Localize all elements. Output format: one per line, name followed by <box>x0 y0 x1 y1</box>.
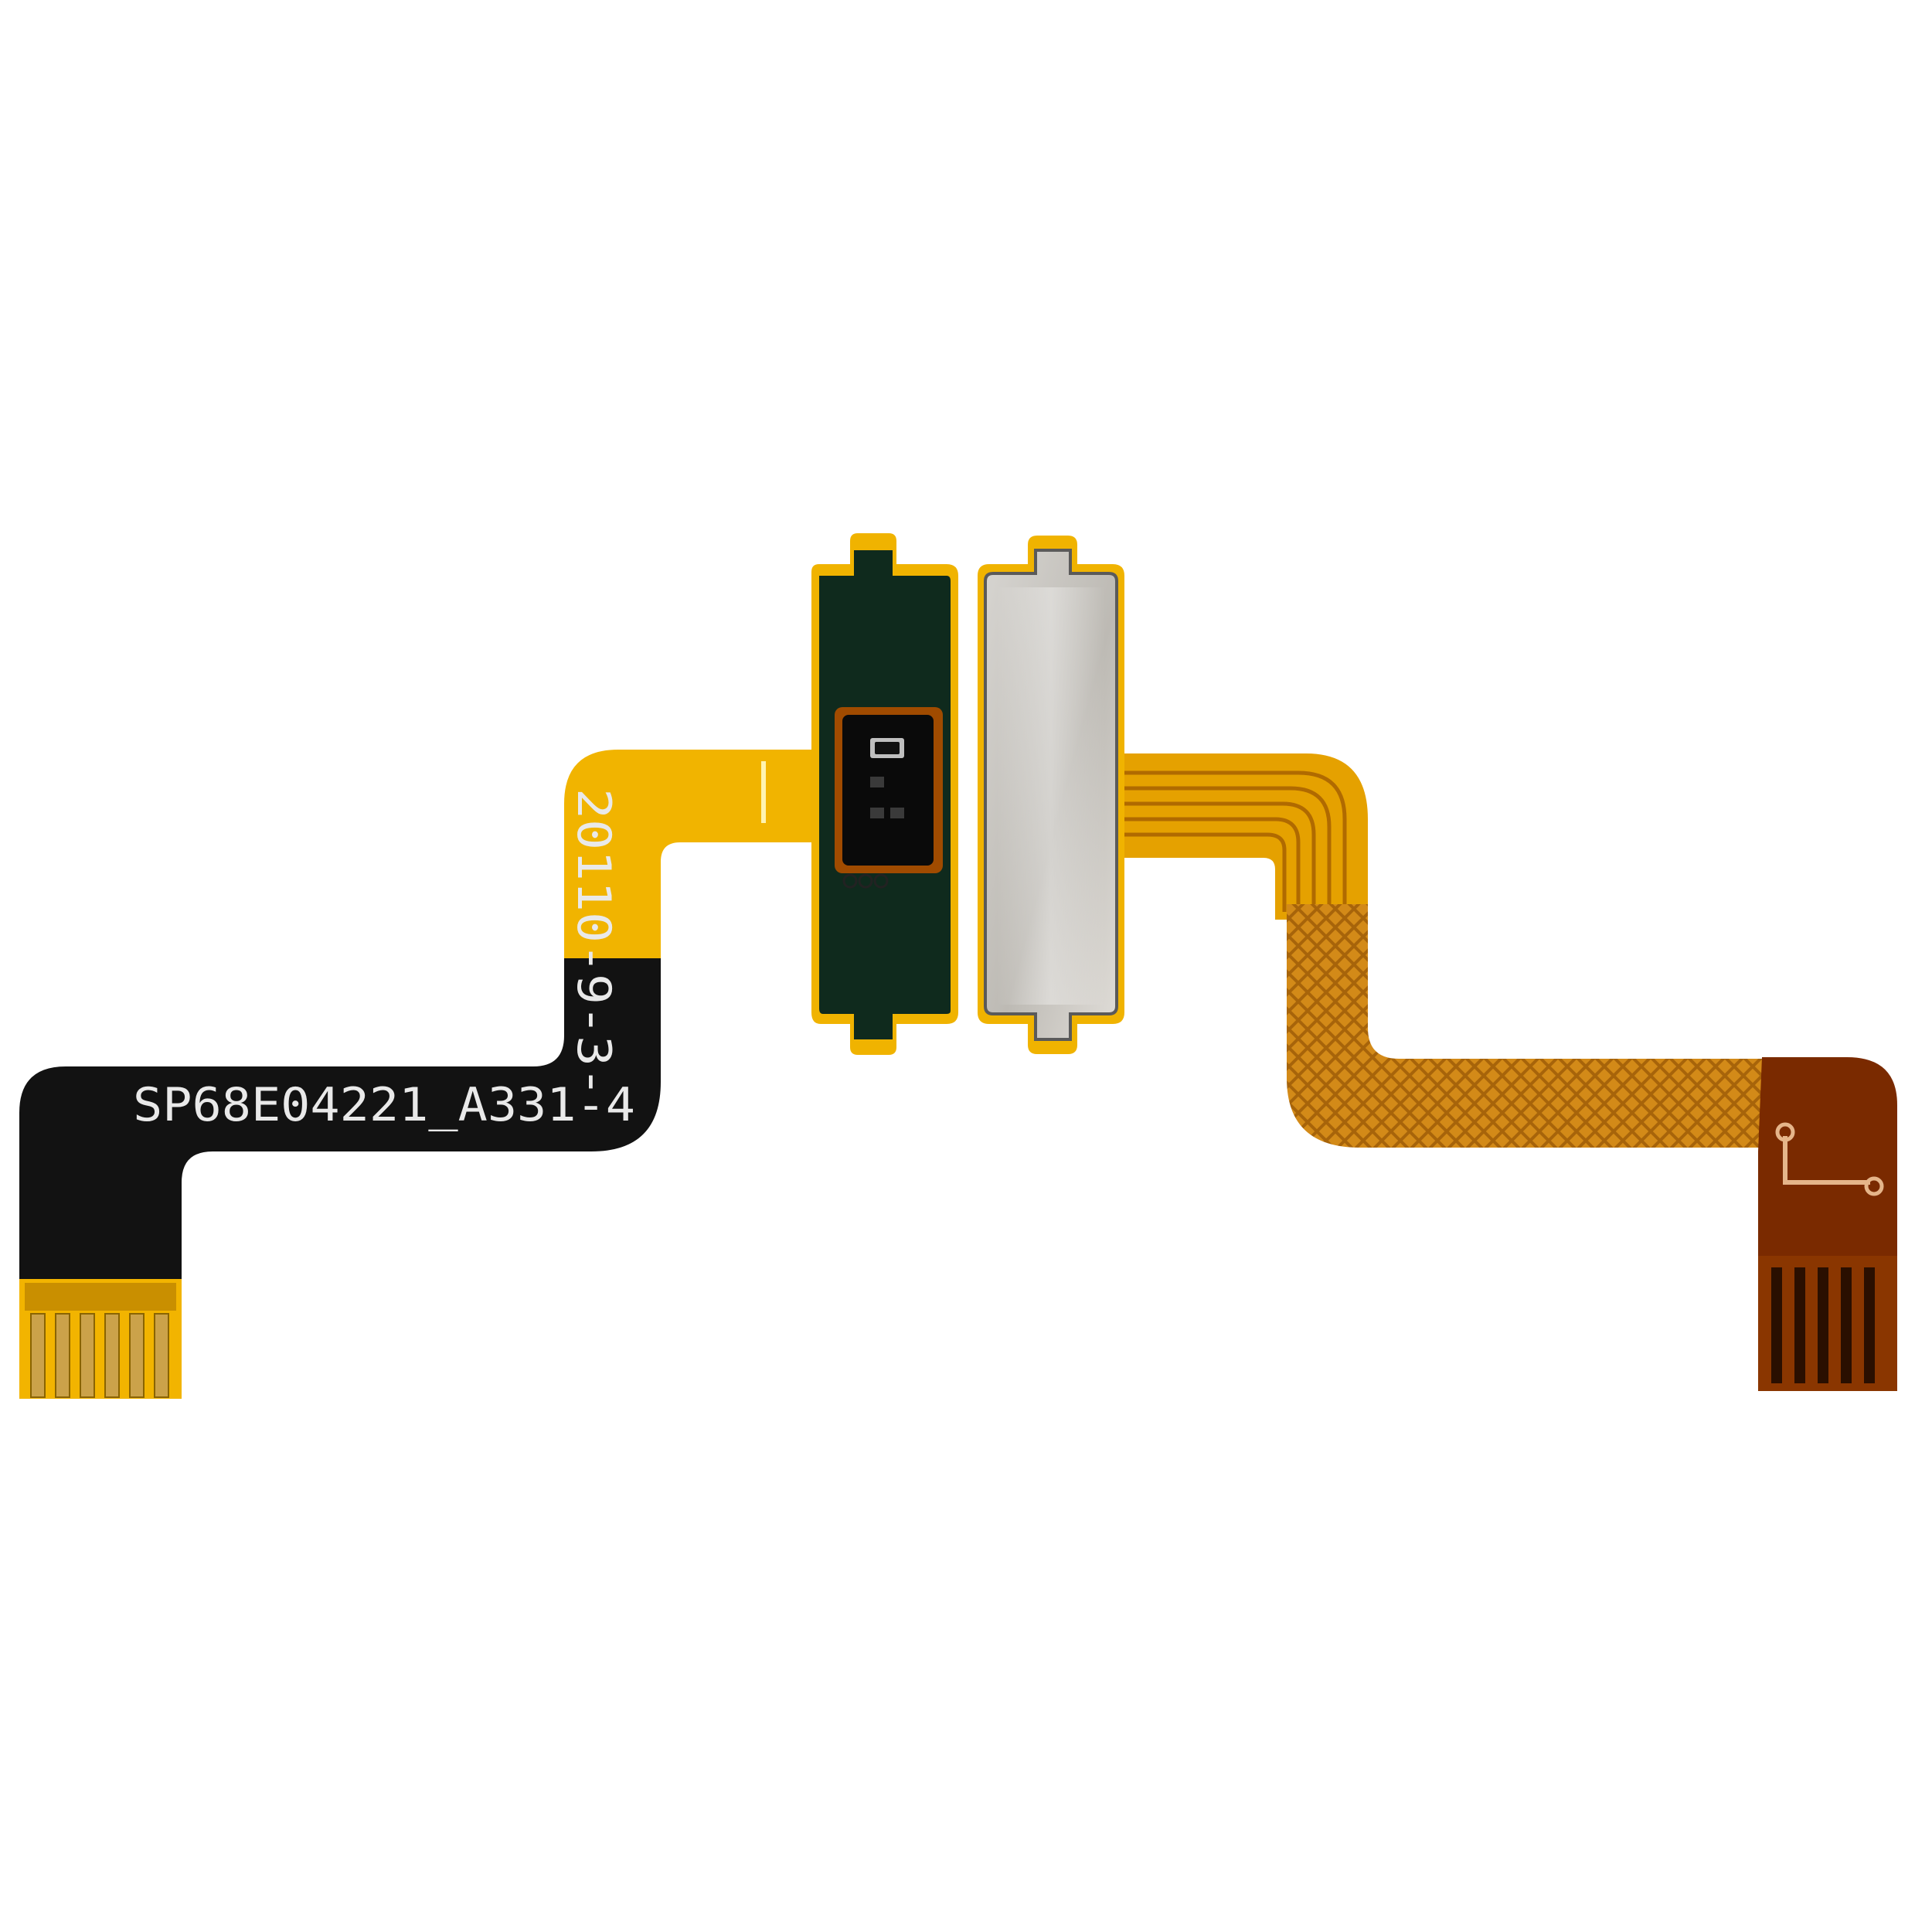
left-flex-cable: SP68E04221_A331-4 20110-9-3- <box>19 533 958 1399</box>
left-sensor-module <box>811 533 958 1055</box>
left-flex-yellow-section <box>564 750 842 974</box>
right-flex-trace-mark <box>1783 1136 1870 1185</box>
right-metal-shield <box>978 536 1124 1054</box>
left-flex-marker <box>761 761 766 823</box>
left-flex-part-number: SP68E04221_A331-4 <box>133 1078 635 1132</box>
left-flex-date-code: 20110-9-3- <box>566 788 621 1097</box>
right-flex-hatched-section <box>1275 904 1770 1148</box>
left-flex-connector <box>19 1279 182 1399</box>
left-flex-black-cover <box>19 958 661 1283</box>
right-flex-connector-contacts <box>1758 1256 1897 1391</box>
right-flex-traces <box>1113 770 1347 912</box>
right-flex-cable <box>978 536 1897 1391</box>
